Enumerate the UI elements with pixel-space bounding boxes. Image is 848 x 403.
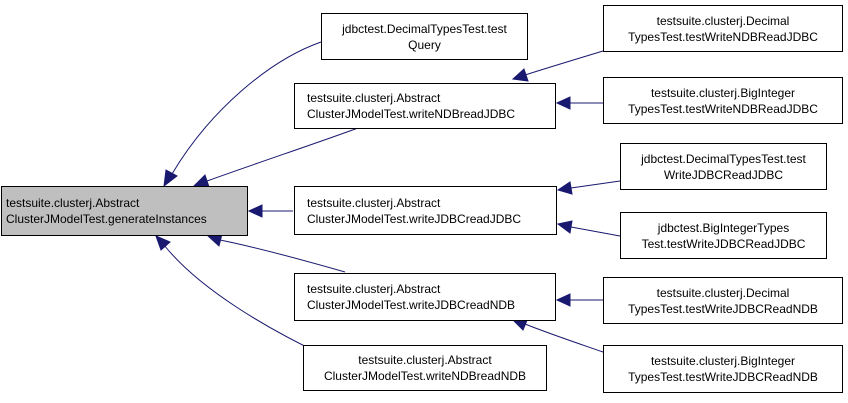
node-label-line2: Test.testWriteJDBCReadJDBC xyxy=(641,236,806,251)
node-label-line1: jdbctest.BigIntegerTypes xyxy=(657,220,790,235)
node-label-line2: ClusterJModelTest.writeNDBreadJDBC xyxy=(307,107,516,121)
node-label-line1: testsuite.clusterj.BigInteger xyxy=(650,354,796,368)
node-label-line1: jdbctest.DecimalTypesTest.test xyxy=(342,21,507,36)
edge-jdbcndb-to-root xyxy=(219,239,346,273)
node-label-line2: Query xyxy=(408,37,441,52)
node-label-line1: testsuite.clusterj.Abstract xyxy=(307,91,441,105)
arrowhead xyxy=(555,96,571,110)
edge-ndbjdbc-to-root xyxy=(206,127,359,182)
node-biginteger-write-jdbc-read-ndb[interactable]: testsuite.clusterj.BigInteger TypesTest.… xyxy=(603,345,843,393)
node-write-ndb-read-ndb[interactable]: testsuite.clusterj.Abstract ClusterJMode… xyxy=(303,345,547,391)
node-label-line2: TypesTest.testWriteNDBReadJDBC xyxy=(628,29,818,44)
node-label-line1: jdbctest.DecimalTypesTest.test xyxy=(641,151,806,166)
node-decimal-types-test-query[interactable]: jdbctest.DecimalTypesTest.test Query xyxy=(321,13,528,60)
arrowhead xyxy=(163,169,178,188)
node-label-line2: ClusterJModelTest.writeNDBreadNDB xyxy=(323,369,527,383)
node-label-line1: testsuite.clusterj.BigInteger xyxy=(650,85,796,100)
node-write-ndb-read-jdbc[interactable]: testsuite.clusterj.Abstract ClusterJMode… xyxy=(294,83,556,129)
edge-decimal-ndbjdbc xyxy=(524,50,604,76)
node-label-line1: testsuite.clusterj.Abstract xyxy=(307,195,441,210)
node-label-line2: WriteJDBCReadJDBC xyxy=(663,167,784,182)
node-label-line2: ClusterJModelTest.writeJDBCreadNDB xyxy=(307,298,516,312)
node-decimal-write-jdbc-read-ndb[interactable]: testsuite.clusterj.Decimal TypesTest.tes… xyxy=(603,277,843,324)
node-label-line1: testsuite.clusterj.Abstract xyxy=(358,353,492,367)
edge-ndbndb-to-root xyxy=(163,244,324,356)
node-label-line2: ClusterJModelTest.generateInstances xyxy=(6,212,207,226)
edge-query-to-root xyxy=(171,41,322,175)
node-label-line2: TypesTest.testWriteJDBCReadNDB xyxy=(628,301,818,316)
edge-biginteger-jdbcndb xyxy=(524,323,604,353)
node-label-line2: ClusterJModelTest.writeJDBCreadJDBC xyxy=(307,211,522,226)
node-label-line2: TypesTest.testWriteNDBReadJDBC xyxy=(628,101,818,116)
arrowhead xyxy=(247,204,263,218)
node-label-line2: TypesTest.testWriteJDBCReadNDB xyxy=(628,370,818,384)
arrowhead xyxy=(511,68,529,82)
edge-jdbcdecimal-jdbcjdbc xyxy=(570,180,621,189)
node-write-jdbc-read-ndb[interactable]: testsuite.clusterj.Abstract ClusterJMode… xyxy=(294,273,556,321)
node-decimal-write-ndb-read-jdbc[interactable]: testsuite.clusterj.Decimal TypesTest.tes… xyxy=(603,5,843,52)
arrowhead xyxy=(555,293,571,307)
arrowhead xyxy=(556,181,573,195)
node-label-line1: testsuite.clusterj.Decimal xyxy=(656,13,790,28)
node-generate-instances: testsuite.clusterj.Abstract ClusterJMode… xyxy=(1,186,248,236)
node-label-line1: testsuite.clusterj.Decimal xyxy=(656,285,790,300)
arrowhead xyxy=(155,235,171,251)
node-biginteger-write-ndb-read-jdbc[interactable]: testsuite.clusterj.BigInteger TypesTest.… xyxy=(603,77,843,124)
node-jdbc-biginteger-write-jdbc-read-jdbc[interactable]: jdbctest.BigIntegerTypes Test.testWriteJ… xyxy=(620,212,827,259)
node-label-line1: testsuite.clusterj.Abstract xyxy=(307,282,441,296)
node-label-line1: testsuite.clusterj.Abstract xyxy=(6,196,140,210)
node-write-jdbc-read-jdbc[interactable]: testsuite.clusterj.Abstract ClusterJMode… xyxy=(294,186,557,235)
arrowhead xyxy=(556,220,573,234)
edge-jdbcbiginteger-jdbcjdbc xyxy=(570,226,621,237)
node-jdbc-decimal-write-jdbc-read-jdbc[interactable]: jdbctest.DecimalTypesTest.test WriteJDBC… xyxy=(620,143,827,190)
